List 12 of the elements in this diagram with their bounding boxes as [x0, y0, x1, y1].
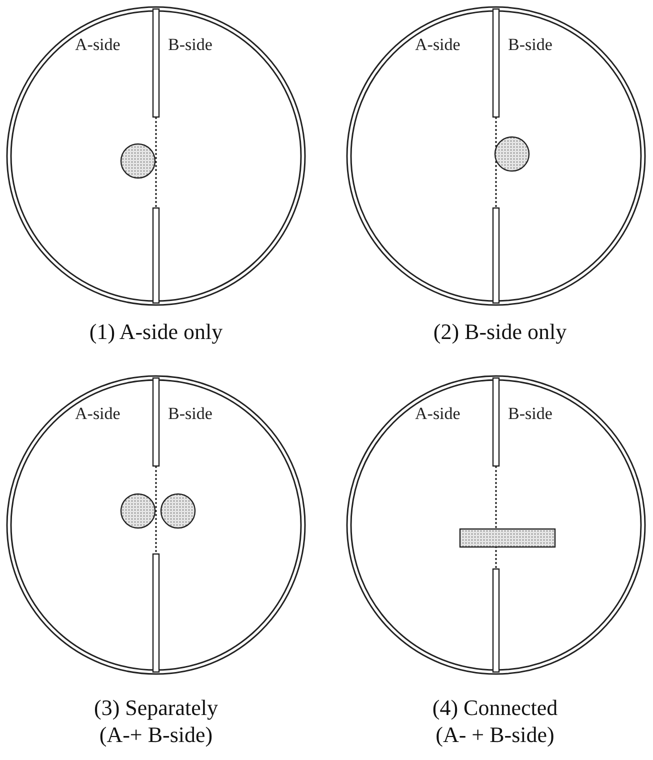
- side-label: A-side: [75, 404, 120, 424]
- panel-caption: (1) A-side only: [88, 318, 224, 345]
- side-label: B-side: [508, 35, 552, 55]
- side-label: B-side: [168, 404, 212, 424]
- side-label: A-side: [415, 404, 460, 424]
- panel-caption: (2) B-side only: [432, 318, 568, 345]
- side-label: B-side: [508, 404, 552, 424]
- panel-caption: (3) Separately (A-+ B-side): [93, 694, 219, 748]
- side-label: A-side: [75, 35, 120, 55]
- side-label: A-side: [415, 35, 460, 55]
- side-label: B-side: [168, 35, 212, 55]
- panel-caption: (4) Connected (A- + B-side): [431, 694, 559, 748]
